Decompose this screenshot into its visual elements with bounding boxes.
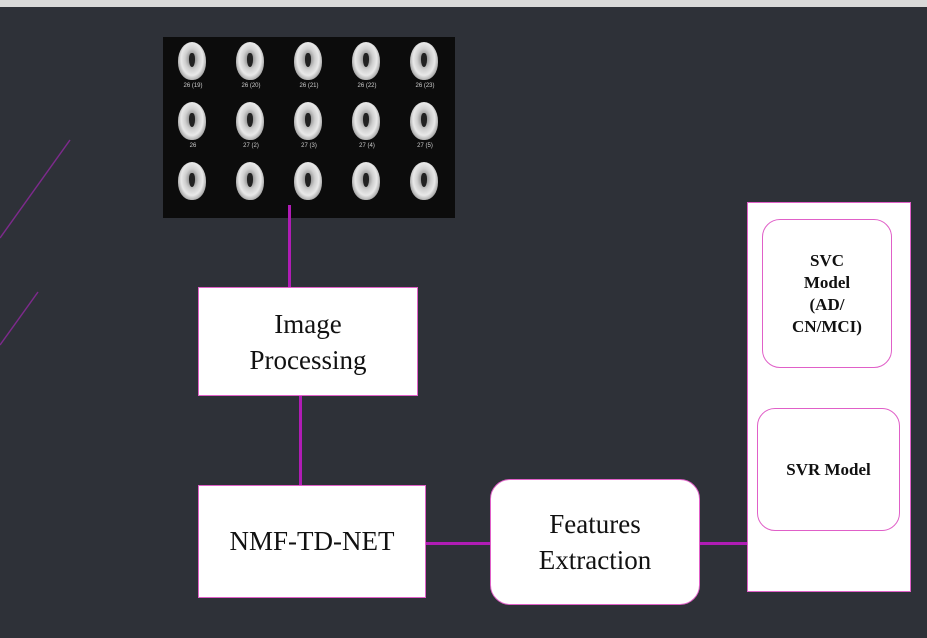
ventricle-shape [363, 113, 369, 127]
mri-slice [164, 159, 222, 216]
mri-slice [396, 159, 454, 216]
svc-model-line1: SVC [809, 250, 844, 270]
brain-scan-image [236, 42, 264, 80]
svc-model-line2: Model [803, 272, 851, 292]
top-bar [0, 0, 927, 7]
ventricle-shape [421, 113, 427, 127]
mri-slice-label: 26 [189, 143, 197, 149]
ventricle-shape [247, 113, 253, 127]
ventricle-shape [189, 173, 195, 187]
image-processing-box: Image Processing [198, 287, 418, 396]
mri-slice: 26 (20) [222, 39, 280, 96]
mri-slice: 27 (2) [222, 99, 280, 156]
mri-slice-label: 27 (3) [301, 143, 317, 149]
mri-slice-label: 26 (22) [357, 83, 377, 89]
svr-model-label: SVR Model [786, 459, 871, 479]
brain-scan-image [236, 162, 264, 200]
ventricle-shape [363, 53, 369, 67]
nmf-td-net-box: NMF-TD-NET [198, 485, 426, 598]
features-extraction-box: Features Extraction [490, 479, 700, 605]
mri-slice: 27 (3) [280, 99, 338, 156]
brain-scan-image [410, 42, 438, 80]
mri-slice-label: 27 (2) [243, 143, 259, 149]
mri-slice-label: 26 (19) [183, 83, 203, 89]
arrow-features-to-models [690, 542, 758, 545]
mri-slice: 26 (23) [396, 39, 454, 96]
brain-scan-image [294, 102, 322, 140]
mri-slice: 27 (5) [396, 99, 454, 156]
arrow-processing-to-nmf [299, 395, 302, 487]
ventricle-shape [305, 173, 311, 187]
brain-scan-image [178, 102, 206, 140]
svr-model-box: SVR Model [757, 408, 900, 531]
ventricle-shape [247, 173, 253, 187]
brain-scan-image [178, 162, 206, 200]
ventricle-shape [305, 113, 311, 127]
ventricle-shape [421, 53, 427, 67]
ventricle-shape [363, 173, 369, 187]
image-processing-line1: Image [274, 308, 342, 339]
brain-scan-image [352, 42, 380, 80]
brain-scan-image [410, 102, 438, 140]
brain-scan-image [178, 42, 206, 80]
mri-slice: 26 (19) [164, 39, 222, 96]
mri-slice: 26 (22) [338, 39, 396, 96]
mri-slice: 27 (4) [338, 99, 396, 156]
ventricle-shape [421, 173, 427, 187]
ventricle-shape [189, 113, 195, 127]
mri-slice: 26 [164, 99, 222, 156]
brain-scan-image [294, 42, 322, 80]
ventricle-shape [247, 53, 253, 67]
features-extraction-line1: Features [549, 509, 641, 539]
brain-scan-image [352, 102, 380, 140]
arrow-nmf-to-features [425, 542, 491, 545]
mri-slice-label: 27 (4) [359, 143, 375, 149]
brain-scan-image [236, 102, 264, 140]
mri-slice: 26 (21) [280, 39, 338, 96]
image-processing-line2: Processing [249, 344, 367, 375]
mri-slice [280, 159, 338, 216]
mri-slice [222, 159, 280, 216]
features-extraction-line2: Extraction [538, 545, 652, 575]
mri-slice-label: 27 (5) [417, 143, 433, 149]
nmf-td-net-label: NMF-TD-NET [229, 526, 395, 556]
brain-scan-image [294, 162, 322, 200]
mri-slice-label: 26 (23) [415, 83, 435, 89]
brain-scan-image [352, 162, 380, 200]
svc-model-box: SVC Model (AD/ CN/MCI) [762, 219, 892, 368]
mri-slice-label: 26 (20) [241, 83, 261, 89]
arrow-mri-to-processing [288, 205, 291, 287]
mri-slice [338, 159, 396, 216]
svc-model-line4: CN/MCI) [792, 316, 862, 336]
ventricle-shape [189, 53, 195, 67]
mri-slice-label: 26 (21) [299, 83, 319, 89]
mri-image-grid: 26 (19) 26 (20) 26 (21) 26 (22) 26 (23) 26 27 … [163, 37, 455, 218]
ventricle-shape [305, 53, 311, 67]
brain-scan-image [410, 162, 438, 200]
svc-model-line3: (AD/ [809, 294, 845, 314]
